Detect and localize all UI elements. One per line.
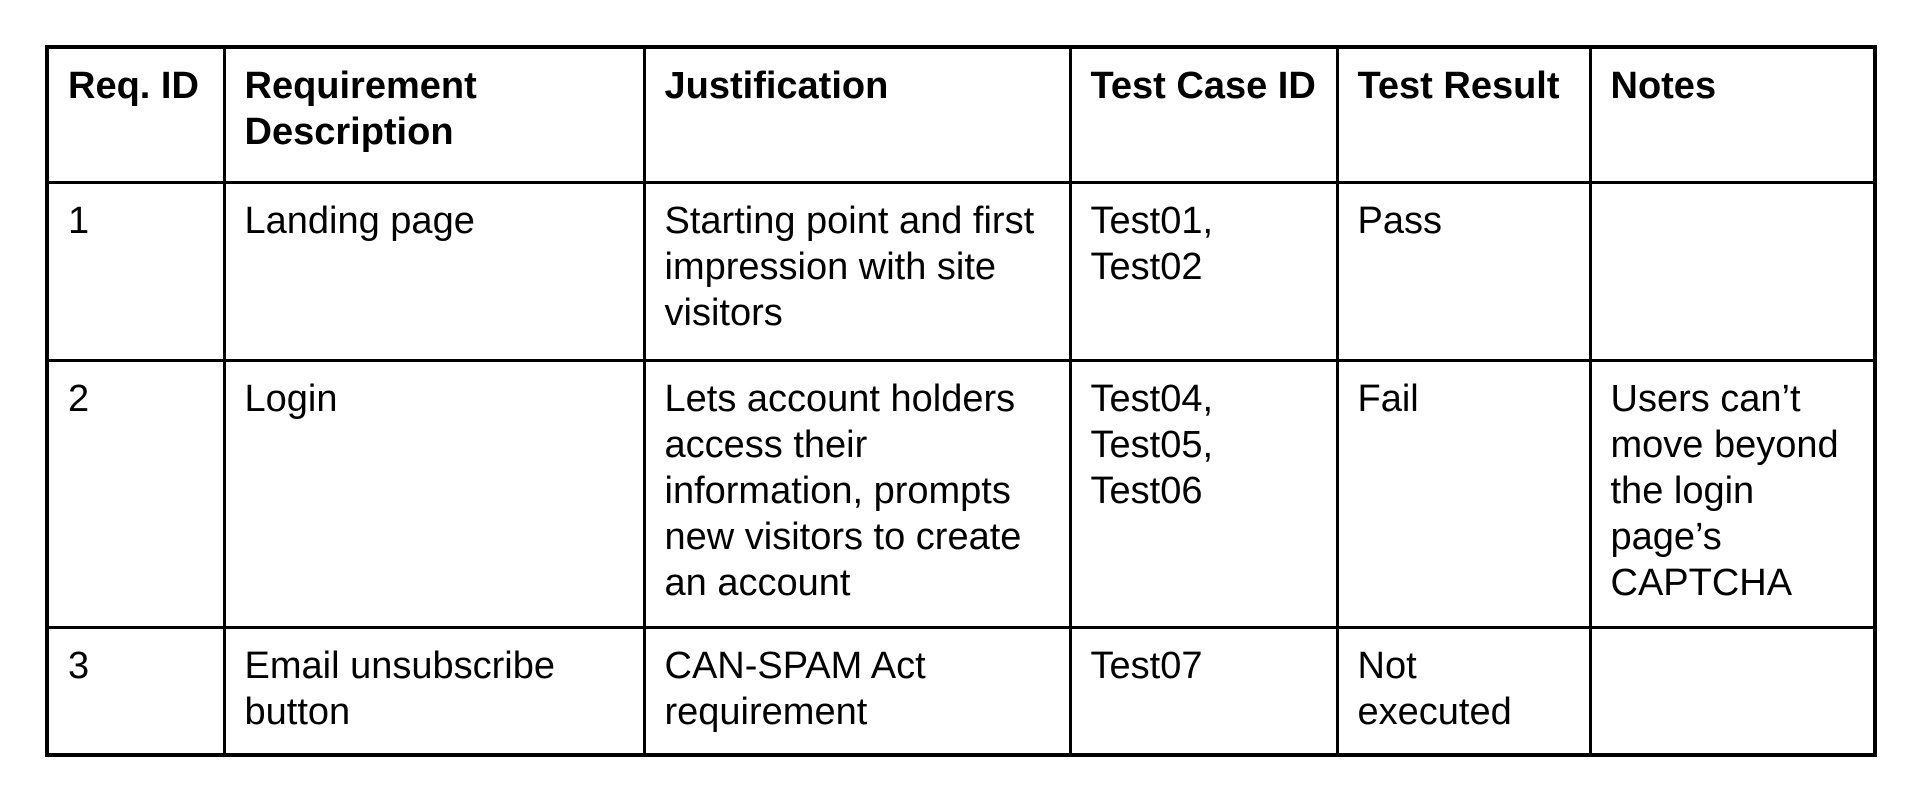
requirements-traceability-table: Req. ID Requirement Description Justific… bbox=[45, 45, 1877, 757]
cell-requirement-description: Landing page bbox=[222, 180, 646, 362]
cell-notes: Users can’t move beyond the login page’s… bbox=[1588, 358, 1877, 629]
header-row: Req. ID Requirement Description Justific… bbox=[45, 45, 1877, 184]
column-header-justification: Justification bbox=[642, 45, 1072, 184]
cell-test-result: Fail bbox=[1335, 358, 1592, 629]
cell-notes bbox=[1588, 180, 1877, 362]
cell-requirement-description: Email unsubscribe button bbox=[222, 625, 646, 757]
cell-req-id: 2 bbox=[45, 358, 226, 629]
column-header-test-case-id: Test Case ID bbox=[1068, 45, 1339, 184]
cell-justification: CAN-SPAM Act requirement bbox=[642, 625, 1072, 757]
cell-test-case-id: Test01, Test02 bbox=[1068, 180, 1339, 362]
cell-test-case-id: Test07 bbox=[1068, 625, 1339, 757]
cell-test-result: Pass bbox=[1335, 180, 1592, 362]
cell-justification: Starting point and first impression with… bbox=[642, 180, 1072, 362]
cell-req-id: 3 bbox=[45, 625, 226, 757]
table-row: 1 Landing page Starting point and first … bbox=[45, 180, 1877, 362]
table-row: 3 Email unsubscribe button CAN-SPAM Act … bbox=[45, 625, 1877, 757]
column-header-test-result: Test Result bbox=[1335, 45, 1592, 184]
column-header-req-id: Req. ID bbox=[45, 45, 226, 184]
cell-test-result: Not executed bbox=[1335, 625, 1592, 757]
cell-notes bbox=[1588, 625, 1877, 757]
cell-req-id: 1 bbox=[45, 180, 226, 362]
cell-requirement-description: Login bbox=[222, 358, 646, 629]
cell-test-case-id: Test04, Test05, Test06 bbox=[1068, 358, 1339, 629]
table-row: 2 Login Lets account holders access thei… bbox=[45, 358, 1877, 629]
cell-justification: Lets account holders access their inform… bbox=[642, 358, 1072, 629]
column-header-notes: Notes bbox=[1588, 45, 1877, 184]
column-header-requirement-description: Requirement Description bbox=[222, 45, 646, 184]
